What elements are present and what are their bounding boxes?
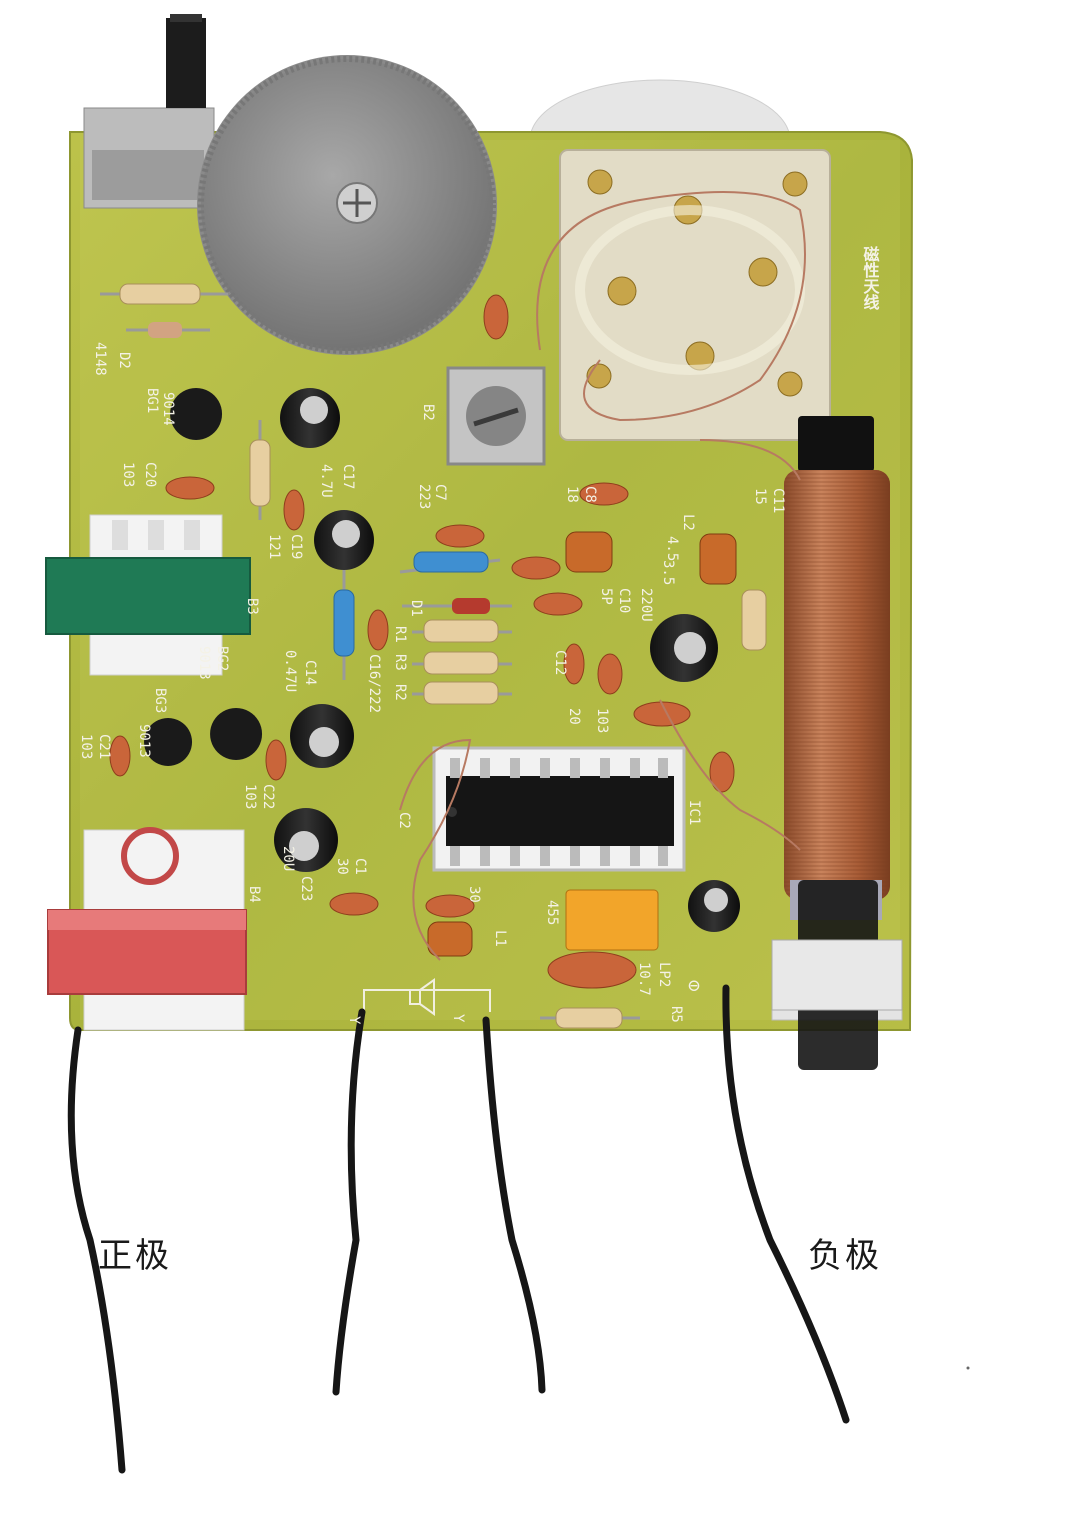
silkscreen-labels: 磁性天线 D2 4148 BG1 9014 C20 103 C17 4.7U C… (78, 245, 880, 1025)
silkscreen-b2: B2 (420, 404, 436, 421)
negative-lead-wire (722, 984, 850, 1424)
silkscreen-c22: C22 (260, 784, 276, 809)
silkscreen-c11: C11 (770, 488, 786, 513)
silkscreen-bg1: BG1 (144, 388, 160, 413)
tuning-capacitor (559, 149, 831, 441)
speaker-lead-wire-2 (482, 1016, 546, 1394)
volume-knob (197, 55, 497, 355)
silkscreen-d1: D1 (408, 600, 424, 617)
silkscreen-l1: L1 (492, 930, 508, 947)
transformer-b4 (47, 827, 247, 1031)
silkscreen-ic1: IC1 (686, 800, 702, 825)
silkscreen-c17-val: 4.7U (318, 464, 334, 498)
silkscreen-c23: C23 (298, 876, 314, 901)
silkscreen-l2-val: 4.5 (664, 536, 680, 561)
silkscreen-spk-y1: Y (346, 1016, 362, 1025)
silkscreen-c10-val: 5P (598, 588, 614, 605)
positive-terminal-label: 正极 (98, 1236, 172, 1276)
silkscreen-c12-val: 20 (566, 708, 582, 725)
silkscreen-c14: C14 (302, 660, 318, 685)
electrolytic-capacitors (274, 388, 740, 932)
speaker-symbol (363, 978, 491, 1016)
silkscreen-c19-val: 121 (266, 534, 282, 559)
ic-chip (432, 746, 686, 872)
silkscreen-t9014: 9014 (160, 392, 176, 426)
silkscreen-r5: R5 (668, 1006, 684, 1023)
lead-wires (67, 984, 850, 1474)
silkscreen-c12: C12 (552, 650, 568, 675)
silkscreen-c20-val: 103 (120, 462, 136, 487)
small-coils (427, 531, 737, 957)
power-slide-switch (83, 14, 215, 209)
silkscreen-c20: C20 (142, 462, 158, 487)
silkscreen-bg3: BG3 (152, 688, 168, 713)
negative-terminal-label: 负极 (808, 1236, 882, 1276)
silkscreen-b3: B3 (244, 598, 260, 615)
silkscreen-diode-d2: D2 (116, 352, 132, 369)
silkscreen-c8-val: 18 (564, 486, 580, 503)
silkscreen-c7: C7 (432, 484, 448, 501)
silkscreen-c17: C17 (340, 464, 356, 489)
silkscreen-c11-val: 15 (752, 488, 768, 505)
silkscreen-diode-4148: 4148 (92, 342, 108, 376)
silkscreen-c10-cap: 220U (638, 588, 654, 622)
yellow-filter-capacitor (565, 889, 659, 951)
silkscreen-c7-val: 223 (416, 484, 432, 509)
silkscreen-c13-val: 103 (594, 708, 610, 733)
silkscreen-c1-val: 30 (334, 858, 350, 875)
silkscreen-bg2: BG2 (214, 646, 230, 671)
silkscreen-t9013: 9013 (196, 646, 212, 680)
ferrite-rod-antenna (771, 416, 903, 1070)
transistors (144, 388, 263, 766)
silkscreen-t9013b: 9013 (136, 724, 152, 758)
silkscreen-c10: C10 (616, 588, 632, 613)
silkscreen-c16: C16/222 (366, 654, 382, 713)
silkscreen-c8: C8 (582, 486, 598, 503)
silkscreen-lp2: LP2 (656, 962, 672, 987)
silkscreen-c3-val: 30 (466, 886, 482, 903)
silkscreen-c1: C1 (352, 858, 368, 875)
silkscreen-minus: ⊖ (688, 973, 700, 997)
silkscreen-c22-val: 103 (242, 784, 258, 809)
silkscreen-r1: R1 (392, 626, 408, 643)
silkscreen-l3-val: 3.5 (660, 560, 676, 585)
silkscreen-c21: C21 (96, 734, 112, 759)
resistors (100, 283, 767, 1029)
silkscreen-c21-val: 103 (78, 734, 94, 759)
speaker-lead-wire-1 (332, 1008, 366, 1396)
silkscreen-l2: L2 (680, 514, 696, 531)
silkscreen-b4: B4 (246, 886, 262, 903)
silkscreen-c2: C2 (396, 812, 412, 829)
silkscreen-c23-val: 20U (280, 846, 296, 871)
label-antenna: 磁性天线 (861, 245, 880, 311)
silkscreen-c14-val: 0.47U (282, 650, 298, 692)
transformer-b3 (45, 514, 251, 676)
ceramic-capacitors (109, 294, 735, 989)
silkscreen-r3: R3 (392, 654, 408, 671)
positive-lead-wire (67, 1026, 126, 1474)
silkscreen-lp2-val: 10.7 (636, 962, 652, 996)
silkscreen-r2: R2 (392, 684, 408, 701)
speck (966, 1366, 970, 1370)
silkscreen-c19: C19 (288, 534, 304, 559)
antenna-leads (399, 191, 806, 961)
silkscreen-val-455: 455 (544, 900, 560, 925)
silkscreen-spk-y2: Y (450, 1014, 466, 1023)
if-transformer-b2 (446, 366, 546, 466)
